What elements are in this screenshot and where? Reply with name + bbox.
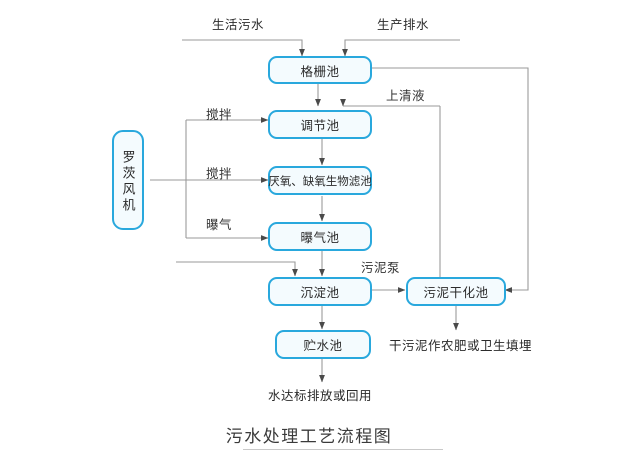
edge-label-stir-2: 搅拌 [206,167,233,181]
node-anaerobic-anoxic-biofilter[interactable]: 厌氧、缺氧生物滤池 [268,166,372,195]
edge-label-aerate: 曝气 [206,218,233,232]
output-label-dried-sludge: 干污泥作农肥或卫生填埋 [389,339,533,353]
output-label-treated-water: 水达标排放或回用 [268,389,373,403]
node-roots-blower[interactable]: 罗茨风机 [112,130,144,230]
edge-label-supernatant: 上清液 [386,89,426,103]
node-aeration-tank[interactable]: 曝气池 [268,222,372,251]
node-sedimentation-tank[interactable]: 沉淀池 [268,277,372,306]
wire-industrial-to-grille [342,39,460,57]
node-water-storage-tank[interactable]: 贮水池 [275,330,371,359]
node-grille-tank[interactable]: 格栅池 [268,56,372,84]
node-adjusting-tank[interactable]: 调节池 [268,110,372,139]
wire-domestic-to-grille [182,39,306,57]
edge-label-sludge-pump: 污泥泵 [361,261,401,275]
input-label-domestic-sewage: 生活污水 [212,18,265,32]
diagram-title: 污水处理工艺流程图 [225,427,393,446]
input-label-industrial-sewage: 生产排水 [377,18,430,32]
node-sludge-drying-bed[interactable]: 污泥干化池 [406,277,506,306]
edge-label-stir-1: 搅拌 [206,108,233,122]
wire-return-to-settle [176,261,299,277]
title-underline [243,449,443,450]
